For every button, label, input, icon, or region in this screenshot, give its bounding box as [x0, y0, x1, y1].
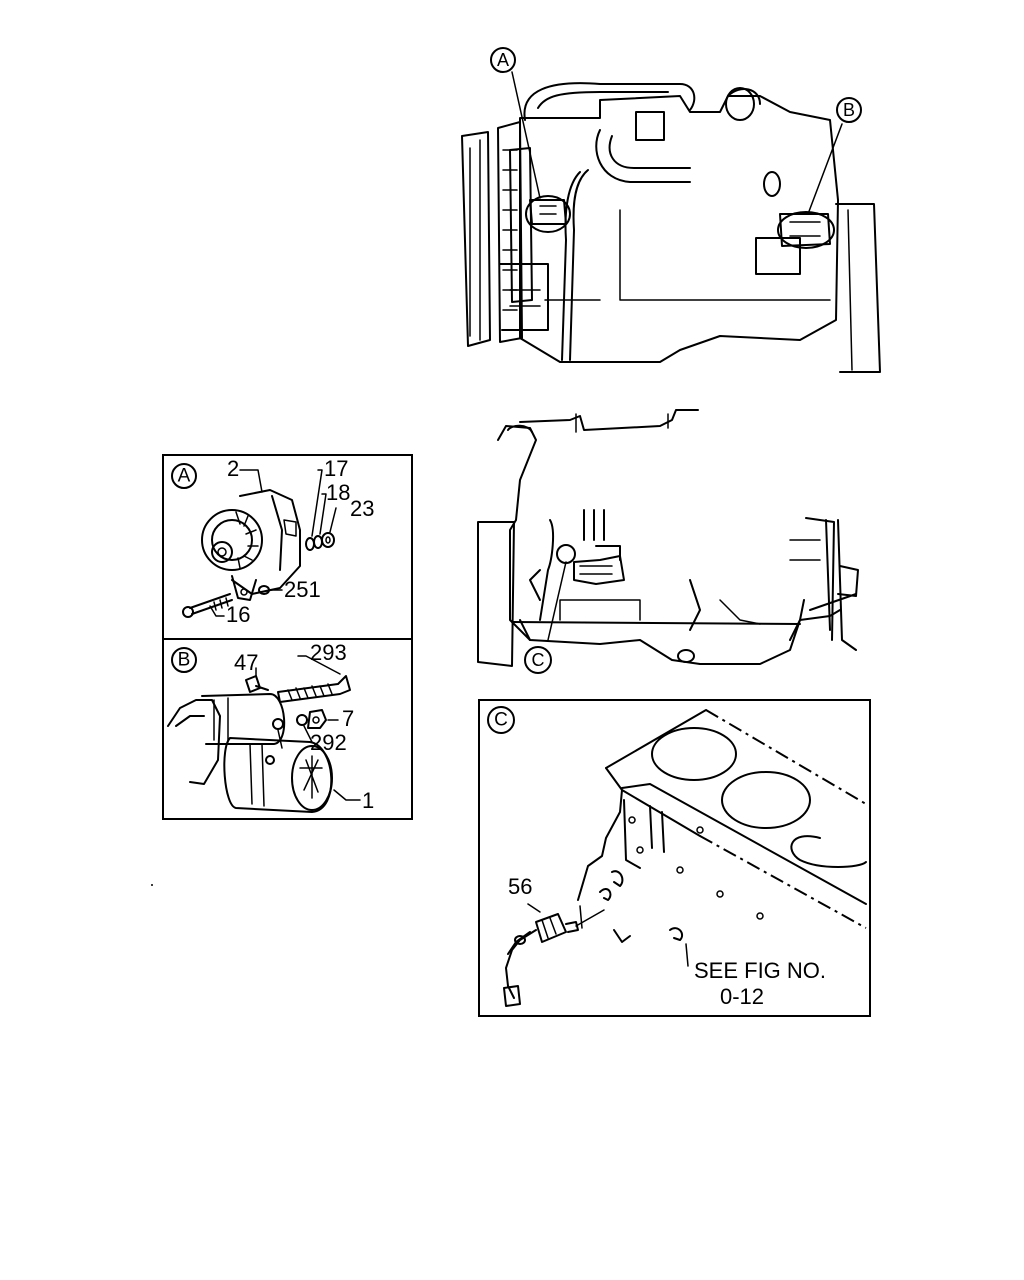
callout-16: 16 [226, 602, 250, 627]
callout-251: 251 [284, 577, 321, 602]
engine-top-view [461, 71, 881, 373]
detail-c-panel: C [478, 699, 871, 1017]
detail-b-panel: B [162, 638, 413, 820]
marker-b[interactable]: B [836, 97, 862, 123]
marker-b-label: B [843, 100, 855, 120]
marker-a[interactable]: A [490, 47, 516, 73]
callout-293: 293 [310, 640, 347, 665]
scan-dot [151, 884, 153, 886]
engine-side-view [477, 409, 859, 667]
callout-7: 7 [342, 706, 354, 731]
marker-c[interactable]: C [524, 646, 552, 674]
detail-b-title: B [178, 650, 191, 671]
marker-a-label: A [497, 50, 509, 70]
engine-block-icon [577, 709, 867, 929]
sensor-56-icon [503, 905, 605, 1007]
detail-a-title: A [178, 466, 191, 487]
callout-18: 18 [326, 480, 350, 505]
marker-c-label: C [532, 650, 545, 670]
detail-c-title: C [494, 710, 508, 731]
starter-motor-icon [167, 693, 333, 813]
alternator-icon [201, 489, 301, 601]
callout-2: 2 [227, 456, 239, 481]
see-fig-note-line1: SEE FIG NO. [694, 958, 826, 983]
callout-1: 1 [362, 788, 374, 813]
see-fig-note-line2: 0-12 [720, 984, 764, 1009]
callout-23: 23 [350, 496, 374, 521]
callout-17: 17 [324, 456, 348, 481]
callout-292: 292 [310, 730, 347, 755]
callout-56: 56 [508, 874, 532, 899]
detail-a-panel: A [162, 454, 413, 640]
callout-47: 47 [234, 650, 258, 675]
